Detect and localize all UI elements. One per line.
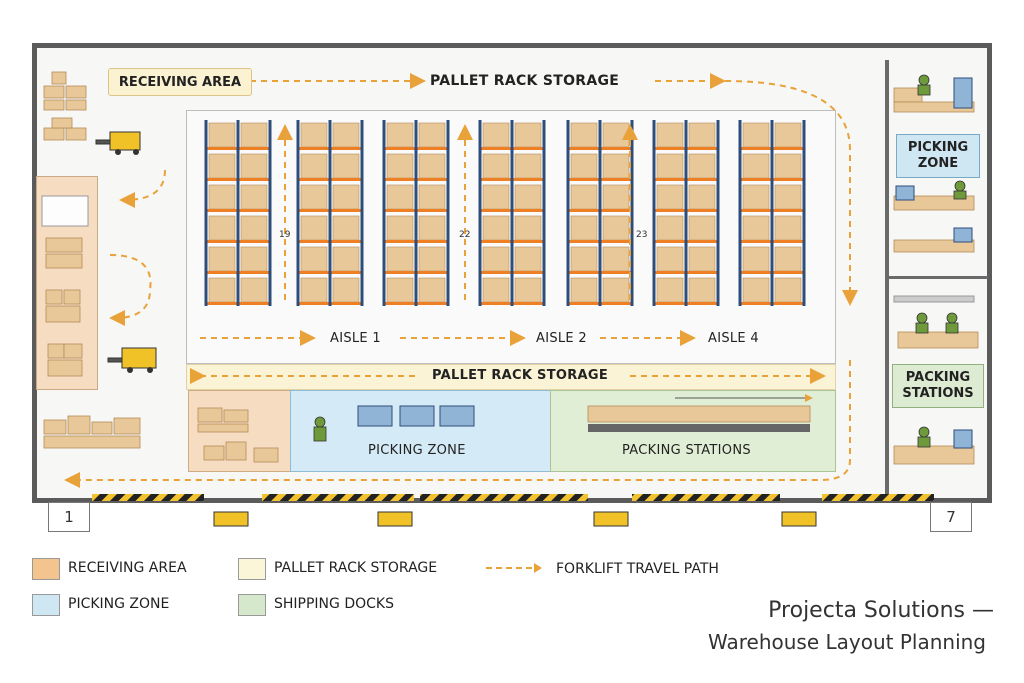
footer-title-line2: Warehouse Layout Planning (707, 630, 986, 654)
pallet-rack (652, 120, 720, 306)
packing-stations-right-label: PACKING STATIONS (892, 364, 984, 408)
forklift-paths (64, 73, 858, 488)
pallet-rack-storage-band-label: PALLET RACK STORAGE (432, 368, 609, 383)
legend-label-path: FORKLIFT TRAVEL PATH (556, 561, 719, 577)
legend-swatch-pallet-rack (238, 558, 266, 580)
picking-zone-right-line2: ZONE (917, 156, 959, 171)
aisle-number-19: 19 (279, 230, 291, 240)
picking-zone-right-label: PICKING ZONE (896, 134, 980, 178)
packing-stations-right-line2: STATIONS (902, 386, 974, 401)
conveyor (588, 424, 810, 432)
aisle-1-label: AISLE 1 (330, 331, 381, 346)
legend-swatch-picking (32, 594, 60, 616)
picking-zone-right-line1: PICKING (907, 140, 969, 155)
legend-label-picking: PICKING ZONE (68, 596, 170, 612)
right-zone-separator (885, 276, 988, 279)
pallet-rack (382, 120, 450, 306)
pallet-rack (204, 120, 272, 306)
packing-stations-right-line1: PACKING (905, 370, 971, 385)
forklifts (95, 131, 817, 527)
picking-zone-bottom (290, 390, 552, 472)
legend-label-pallet-rack: PALLET RACK STORAGE (274, 560, 438, 576)
legend-label-shipping: SHIPPING DOCKS (274, 596, 394, 612)
picking-zone-label: PICKING ZONE (368, 443, 466, 458)
aisle-number-22: 22 (459, 230, 471, 240)
footer-title-line1: Projecta Solutions — (768, 598, 994, 623)
workers (313, 74, 967, 448)
receiving-area-label: RECEIVING AREA (108, 68, 252, 96)
legend-label-receiving: RECEIVING AREA (68, 560, 187, 576)
dock-number-7: 7 (930, 502, 972, 532)
box-stacks (43, 71, 979, 465)
rack-group (204, 120, 806, 306)
picking-equipment (357, 77, 973, 449)
storage-band (186, 364, 836, 390)
pallet-rack (738, 120, 806, 306)
legend-swatch-shipping (238, 594, 266, 616)
pallet-rack (478, 120, 546, 306)
pallet-rack (296, 120, 364, 306)
legend-swatch-receiving (32, 558, 60, 580)
aisle-4-label: AISLE 4 (708, 331, 759, 346)
aisle-2-label: AISLE 2 (536, 331, 587, 346)
legend-path-icon (486, 563, 542, 573)
aisle-number-23: 23 (636, 230, 648, 240)
right-wall-divider (885, 60, 889, 500)
pallet-rack (566, 120, 634, 306)
dock-hazard-strips (92, 494, 934, 501)
dock-number-1: 1 (48, 502, 90, 532)
pallet-rack-storage-top-label: PALLET RACK STORAGE (430, 73, 620, 89)
shelf-unit (41, 195, 89, 227)
packing-stations-label: PACKING STATIONS (622, 443, 751, 458)
